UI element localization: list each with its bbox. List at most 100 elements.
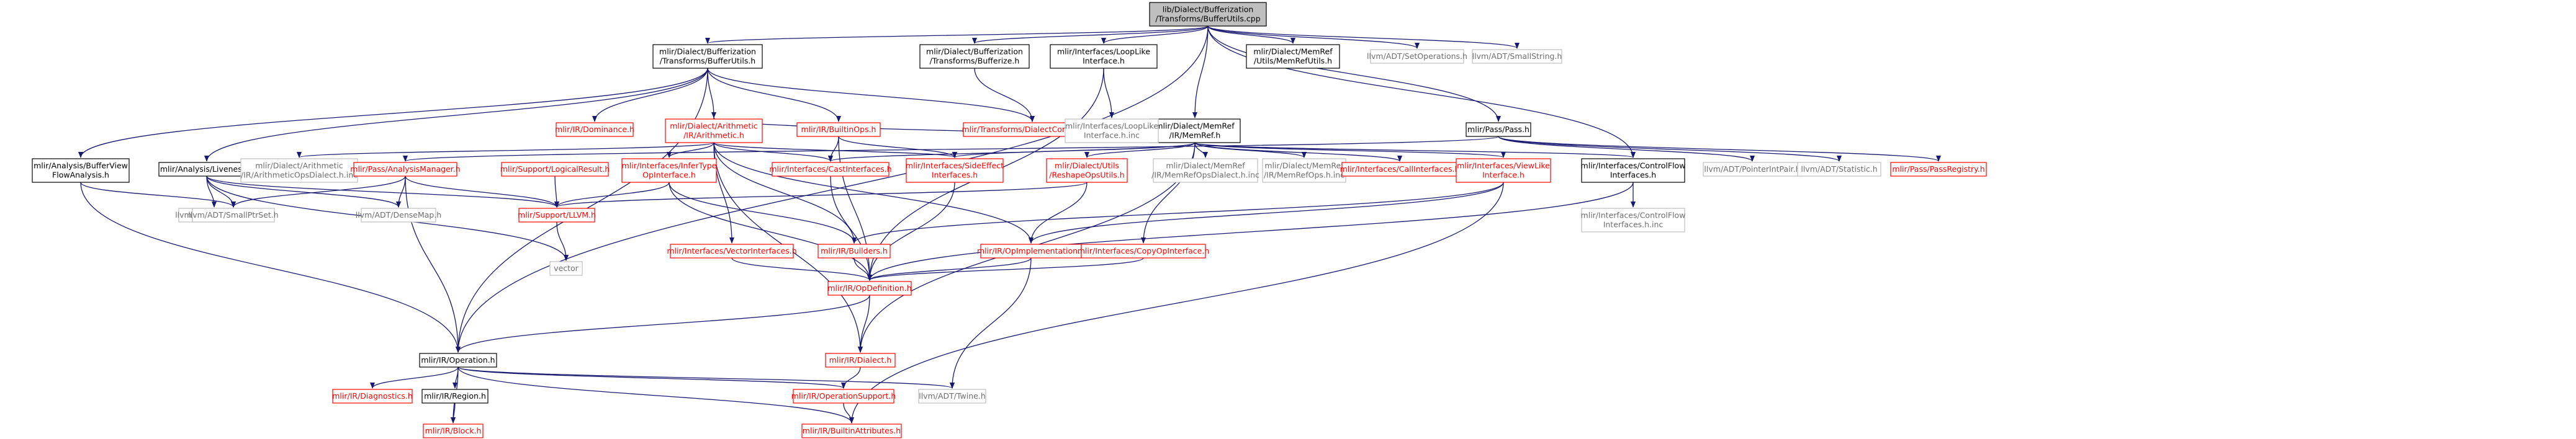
node-label: mlir/Interfaces/VectorInterfaces.h [667, 246, 796, 255]
node-label: mlir/IR/BuiltinOps.h [801, 125, 876, 134]
edge-bufferutils_h-to-arith_h [707, 68, 716, 118]
edge-region-to-block [451, 402, 456, 423]
edge-viewlike-to-opimpl [1029, 182, 1504, 244]
node-controlflow_inc[interactable]: mlir/Interfaces/ControlFlowInterfaces.h.… [1581, 208, 1686, 233]
node-block[interactable]: mlir/IR/Block.h [423, 423, 484, 438]
node-calliface[interactable]: mlir/Interfaces/CallInterfaces.h [1340, 162, 1460, 177]
node-logicalresult[interactable]: mlir/Support/LogicalResult.h [500, 162, 610, 177]
node-builtinops[interactable]: mlir/IR/BuiltinOps.h [796, 122, 881, 137]
node-label: llvm/ADT/PointerIntPair.h [1704, 164, 1800, 174]
node-vectoriface[interactable]: mlir/Interfaces/VectorInterfaces.h [667, 244, 797, 259]
node-box [192, 208, 275, 223]
edge-root-to-controlflow [1207, 25, 1636, 158]
node-label: mlir/IR/Diagnostics.h [332, 391, 413, 401]
node-statistic[interactable]: llvm/ADT/Statistic.h [1797, 162, 1881, 177]
node-arith_inc[interactable]: mlir/Dialect/Arithmetic/IR/ArithmeticOps… [240, 158, 358, 183]
node-label: mlir/Dialect/MemRef [1155, 122, 1235, 131]
node-label: mlir/IR/OpDefinition.h [827, 283, 911, 293]
node-box [1081, 244, 1206, 259]
node-box [1472, 49, 1562, 64]
node-label: mlir/Dialect/MemRef [1264, 161, 1344, 171]
edge-opimpl-to-opdefinition [867, 257, 1032, 281]
node-setops[interactable]: llvm/ADT/SetOperations.h [1367, 49, 1467, 64]
edge-arith_h-to-opimpl [713, 142, 1034, 244]
edge-arith_h-to-infertype [667, 142, 714, 158]
node-memref_h[interactable]: mlir/Dialect/MemRef/IR/MemRef.h [1149, 118, 1241, 143]
edge-operation-to-opsupport [457, 366, 846, 389]
node-label: vector [554, 264, 579, 273]
node-passregistry[interactable]: mlir/Pass/PassRegistry.h [1890, 162, 1987, 177]
node-analysismgr[interactable]: mlir/Pass/AnalysisManager.h [350, 162, 461, 177]
node-label: /Transforms/BufferUtils.cpp [1155, 14, 1260, 24]
node-smallptrset[interactable]: llvm/ADT/SmallPtrSet.h [188, 208, 279, 223]
node-label: mlir/IR/Builders.h [821, 246, 888, 255]
edge-pass_h-to-statistic [1498, 136, 1842, 162]
edge-root-to-memrefutils_h [1207, 25, 1295, 44]
node-liveness[interactable]: mlir/Analysis/Liveness.h [158, 162, 255, 177]
node-smallstring[interactable]: llvm/ADT/SmallString.h [1472, 49, 1562, 64]
node-dialect_h[interactable]: mlir/IR/Dialect.h [825, 353, 896, 368]
node-box [332, 389, 413, 404]
node-builtinattr[interactable]: mlir/IR/BuiltinAttributes.h [801, 423, 902, 438]
node-box [827, 281, 912, 296]
node-opsupport[interactable]: mlir/IR/OperationSupport.h [791, 389, 896, 404]
node-castiface[interactable]: mlir/Interfaces/CastInterfaces.h [769, 162, 892, 177]
node-bufferize_h[interactable]: mlir/Dialect/Bufferization/Transforms/Bu… [919, 44, 1030, 69]
node-vector[interactable]: vector [549, 261, 583, 276]
edge-bufferview-to-operation [80, 182, 461, 353]
node-memrefutils_h[interactable]: mlir/Dialect/MemRef/Utils/MemRefUtils.h [1246, 44, 1340, 69]
node-box [1149, 2, 1267, 27]
node-box [793, 389, 894, 404]
edge-infertype-to-builders [669, 182, 857, 244]
node-box [240, 158, 358, 183]
node-region[interactable]: mlir/IR/Region.h [421, 389, 489, 404]
node-pointerintpair[interactable]: llvm/ADT/PointerIntPair.h [1703, 162, 1802, 177]
node-box [361, 208, 436, 223]
node-operation[interactable]: mlir/IR/Operation.h [419, 353, 497, 368]
node-label: mlir/Analysis/BufferView [34, 161, 128, 171]
node-label: mlir/Interfaces/ControlFlow [1581, 161, 1686, 171]
node-root[interactable]: lib/Dialect/Bufferization/Transforms/Buf… [1149, 2, 1267, 27]
node-box [419, 353, 497, 368]
node-memrefdialect_inc[interactable]: mlir/Dialect/MemRef/IR/MemRefOpsDialect.… [1151, 158, 1259, 183]
node-dominance[interactable]: mlir/IR/Dominance.h [555, 122, 634, 137]
node-diagnostics[interactable]: mlir/IR/Diagnostics.h [332, 389, 413, 404]
node-label: Interfaces.h [1610, 171, 1656, 180]
edge-memref_h-to-copyop [1141, 142, 1196, 244]
node-copyop[interactable]: mlir/Interfaces/CopyOpInterface.h [1078, 244, 1210, 259]
node-label: mlir/IR/Region.h [424, 391, 486, 401]
edge-root-to-setops [1207, 25, 1420, 49]
node-opdefinition[interactable]: mlir/IR/OpDefinition.h [827, 281, 912, 296]
node-pass_h[interactable]: mlir/Pass/Pass.h [1466, 122, 1531, 137]
node-arith_h[interactable]: mlir/Dialect/Arithmetic/IR/Arithmetic.h [665, 118, 763, 143]
node-memrefops_inc[interactable]: mlir/Dialect/MemRef/IR/MemRefOps.h.inc [1262, 158, 1346, 183]
node-reshapeutils[interactable]: mlir/Dialect/Utils/ReshapeOpsUtils.h [1046, 158, 1128, 183]
node-bufferutils_h[interactable]: mlir/Dialect/Bufferization/Transforms/Bu… [652, 44, 763, 69]
node-densemap[interactable]: llvm/ADT/DenseMap.h [356, 208, 441, 223]
node-twine[interactable]: llvm/ADT/Twine.h [918, 389, 986, 404]
node-box [549, 261, 583, 276]
node-label: mlir/Dialect/Utils [1055, 161, 1119, 171]
edge-liveness-to-densemap [206, 175, 401, 208]
edge-llvm_h-to-vector [556, 221, 569, 261]
node-label: mlir/Interfaces/LoopLike [1065, 122, 1158, 131]
edge-root-to-looplike_h [1101, 25, 1209, 44]
node-label: mlir/Support/LLVM.h [518, 210, 596, 220]
node-label: mlir/IR/Operation.h [421, 355, 495, 365]
node-label: /ReshapeOpsUtils.h [1049, 171, 1124, 180]
node-builders[interactable]: mlir/IR/Builders.h [817, 244, 891, 259]
node-label: Interfaces.h.inc [1603, 220, 1664, 229]
node-box [1065, 118, 1159, 143]
node-llvm_h[interactable]: mlir/Support/LLVM.h [518, 208, 596, 223]
node-opimpl[interactable]: mlir/IR/OpImplementation.h [977, 244, 1085, 259]
node-label: llvm/ADT/DenseMap.h [356, 210, 441, 220]
node-label: OpInterface.h [642, 171, 696, 180]
edge-memref_h-to-sideeffect [952, 142, 1196, 158]
